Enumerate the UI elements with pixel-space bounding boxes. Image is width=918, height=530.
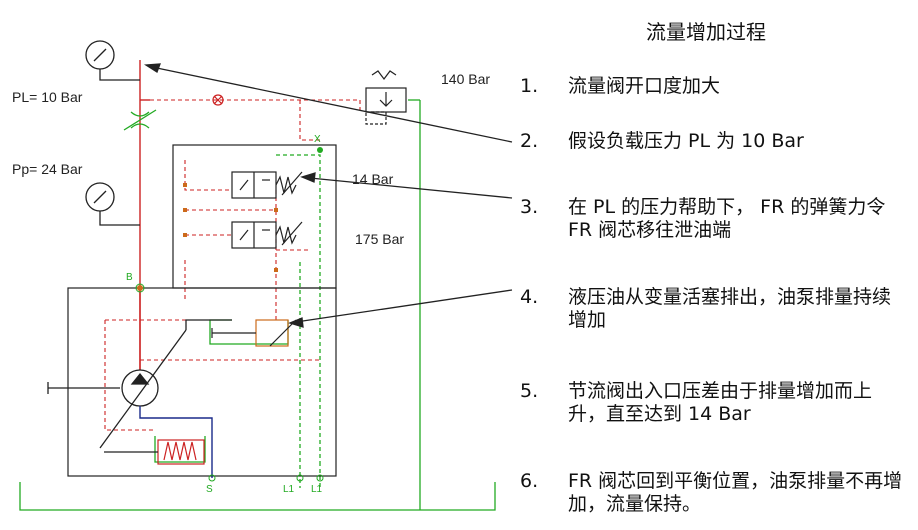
step-number: 5. — [520, 380, 539, 402]
pc-valve-icon — [231, 221, 303, 249]
fr-valve-icon — [231, 171, 303, 199]
port-s-label: S — [206, 484, 213, 495]
throttle-valve-icon — [123, 109, 157, 131]
port-l1a-label: L1 — [283, 484, 295, 495]
port-x-label: X — [314, 134, 321, 145]
connection-dots — [137, 147, 323, 291]
annotation-arrows — [143, 63, 513, 328]
pressure-gauge-top — [85, 40, 140, 81]
pressure-gauge-mid — [85, 182, 140, 226]
step-text: 假设负载压力 PL 为 10 Bar — [568, 130, 804, 152]
suction-line — [139, 406, 213, 478]
step-text: 在 PL 的压力帮助下， FR 的弹簧力令 FR 阀芯移往泄油端 — [568, 196, 886, 241]
port-b-label: B — [126, 272, 133, 283]
orifice-icon — [212, 94, 224, 106]
pl-label: PL= 10 Bar — [12, 89, 83, 105]
step-number: 2. — [520, 130, 539, 152]
step-text: 节流阀出入口压差由于排量增加而上升，直至达到 14 Bar — [568, 380, 873, 425]
step-number: 1. — [520, 75, 539, 97]
control-cylinder-icon — [211, 319, 297, 347]
relief-140-label: 140 Bar — [441, 71, 490, 87]
port-l1b-label: L1 — [311, 484, 323, 495]
component-frames — [67, 144, 337, 477]
relief-valve-icon — [365, 70, 407, 125]
spring-cylinder-icon — [104, 439, 205, 465]
fr-14-label: 14 Bar — [352, 171, 394, 187]
panel-title: 流量增加过程 — [646, 20, 766, 44]
pc-175-label: 175 Bar — [355, 231, 404, 247]
step-text: FR 阀芯回到平衡位置，油泵排量不再增加，流量保持。 — [568, 470, 903, 515]
pressure-lines — [139, 60, 150, 380]
step-text: 液压油从变量活塞排出，油泵排量持续增加 — [568, 286, 892, 331]
drain-lines — [19, 99, 496, 511]
step-number: 6. — [520, 470, 539, 492]
pp-label: Pp= 24 Bar — [12, 161, 83, 177]
step-text: 流量阀开口度加大 — [568, 75, 721, 97]
port-markers — [135, 283, 324, 482]
step-number: 3. — [520, 196, 539, 218]
step-number: 4. — [520, 286, 539, 308]
